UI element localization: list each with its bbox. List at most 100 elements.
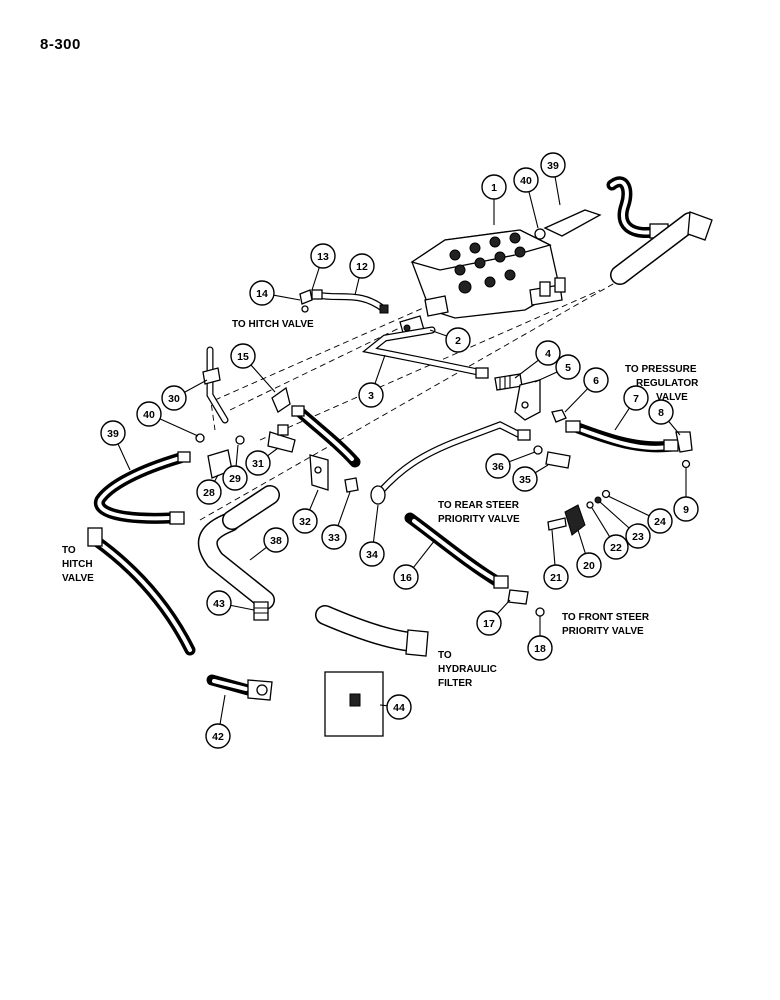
callout-circle-33 xyxy=(321,524,347,550)
callout-circle-5 xyxy=(555,354,581,380)
callout-circle-32 xyxy=(292,508,318,534)
callout-number-43: 43 xyxy=(213,598,225,610)
callout-number-39: 39 xyxy=(107,428,119,440)
callout-number-18: 18 xyxy=(534,643,546,655)
callout-leader-29 xyxy=(235,444,239,467)
callout-leader-22 xyxy=(591,507,611,538)
callout-circle-22 xyxy=(603,534,629,560)
callout-leader-43 xyxy=(230,604,255,611)
callout-number-21: 21 xyxy=(550,572,562,584)
callout-circle-4 xyxy=(535,340,561,366)
label-to-hitch-valve-top: TO HITCH VALVE xyxy=(232,319,314,330)
callout-number-14: 14 xyxy=(256,288,268,300)
callout-circle-31 xyxy=(245,450,271,476)
callout-leader-28 xyxy=(214,474,219,482)
bracket-32 xyxy=(309,454,329,491)
callout-circle-6 xyxy=(583,367,609,393)
callout-circle-39 xyxy=(540,152,566,178)
callout-number-5: 5 xyxy=(565,362,571,374)
callout-leader-8 xyxy=(668,420,681,436)
callout-number-39: 39 xyxy=(547,160,559,172)
callout-number-31: 31 xyxy=(252,458,264,470)
callout-circle-24 xyxy=(647,508,673,534)
callout-leader-5 xyxy=(534,371,558,383)
callout-circle-39 xyxy=(100,420,126,446)
callout-number-38: 38 xyxy=(270,535,282,547)
callout-circle-3 xyxy=(358,382,384,408)
callout-leader-3 xyxy=(374,354,386,384)
callout-leader-32 xyxy=(309,489,319,511)
callout-leader-16 xyxy=(412,539,436,568)
callout-circle-8 xyxy=(648,399,674,425)
callout-number-40: 40 xyxy=(520,175,532,187)
callout-circle-16 xyxy=(393,564,419,590)
label-to-front-line1: TO FRONT STEER xyxy=(562,612,650,623)
callout-leader-30 xyxy=(184,379,208,393)
hose-16-assembly xyxy=(404,512,545,617)
callout-circle-12 xyxy=(349,253,375,279)
callout-number-42: 42 xyxy=(212,731,224,743)
hose-7-assembly xyxy=(565,420,693,469)
pipe-38 xyxy=(197,485,429,657)
callout-leader-34 xyxy=(372,504,379,543)
callout-circle-40 xyxy=(513,167,539,193)
callout-leader-6 xyxy=(564,388,589,413)
callout-leader-39 xyxy=(554,176,561,206)
bracket-5 xyxy=(514,379,541,421)
callout-circle-13 xyxy=(310,243,336,269)
callout-number-6: 6 xyxy=(593,375,599,387)
control-valve-body xyxy=(410,229,566,319)
callout-circle-34 xyxy=(359,541,385,567)
callout-number-40: 40 xyxy=(143,409,155,421)
elbow-42 xyxy=(206,674,273,701)
callout-number-17: 17 xyxy=(483,618,495,630)
clamp-20-assembly xyxy=(547,489,611,536)
callout-number-35: 35 xyxy=(519,474,531,486)
callout-leader-15 xyxy=(250,364,276,393)
label-to-filter-line3: FILTER xyxy=(438,678,473,689)
tube-30 xyxy=(202,346,229,424)
label-to-hitch-left-line3: VALVE xyxy=(62,573,94,584)
callout-leader-17 xyxy=(496,599,511,615)
label-to-rear-line1: TO REAR STEER xyxy=(438,500,520,511)
label-to-filter-line2: HYDRAULIC xyxy=(438,664,497,675)
tube-3 xyxy=(361,326,489,379)
callout-number-20: 20 xyxy=(583,560,595,572)
callout-leader-44 xyxy=(379,704,388,707)
callout-number-32: 32 xyxy=(299,516,311,528)
callout-number-12: 12 xyxy=(356,261,368,273)
callout-circle-15 xyxy=(230,343,256,369)
callout-circle-30 xyxy=(161,385,187,411)
callout-number-1: 1 xyxy=(491,182,497,194)
callout-circle-21 xyxy=(543,564,569,590)
tube-12-assembly xyxy=(299,289,389,314)
callout-circle-23 xyxy=(625,523,651,549)
callout-number-34: 34 xyxy=(366,549,378,561)
page-number: 8-300 xyxy=(40,36,81,53)
callout-leader-40 xyxy=(528,191,539,229)
callout-circle-44 xyxy=(386,694,412,720)
callout-circle-1 xyxy=(481,174,507,200)
callout-number-3: 3 xyxy=(368,390,374,402)
callout-circle-18 xyxy=(527,635,553,661)
callout-number-36: 36 xyxy=(492,461,504,473)
callout-leader-38 xyxy=(249,546,267,561)
callout-number-44: 44 xyxy=(393,702,405,714)
callout-leader-23 xyxy=(599,501,630,529)
callout-leader-21 xyxy=(551,529,556,566)
callout-leader-33 xyxy=(337,491,351,526)
nut-6 xyxy=(551,409,567,423)
callout-circle-42 xyxy=(205,723,231,749)
callout-leader-36 xyxy=(509,451,536,463)
callout-circle-2 xyxy=(445,327,471,353)
nut-33 xyxy=(344,477,359,493)
callout-number-29: 29 xyxy=(229,473,241,485)
fittings-28-31 xyxy=(207,424,296,479)
callout-number-30: 30 xyxy=(168,393,180,405)
callout-number-33: 33 xyxy=(328,532,340,544)
callout-circle-9 xyxy=(673,496,699,522)
callout-number-4: 4 xyxy=(545,348,551,360)
callout-circle-29 xyxy=(222,465,248,491)
kit-44 xyxy=(324,671,384,737)
